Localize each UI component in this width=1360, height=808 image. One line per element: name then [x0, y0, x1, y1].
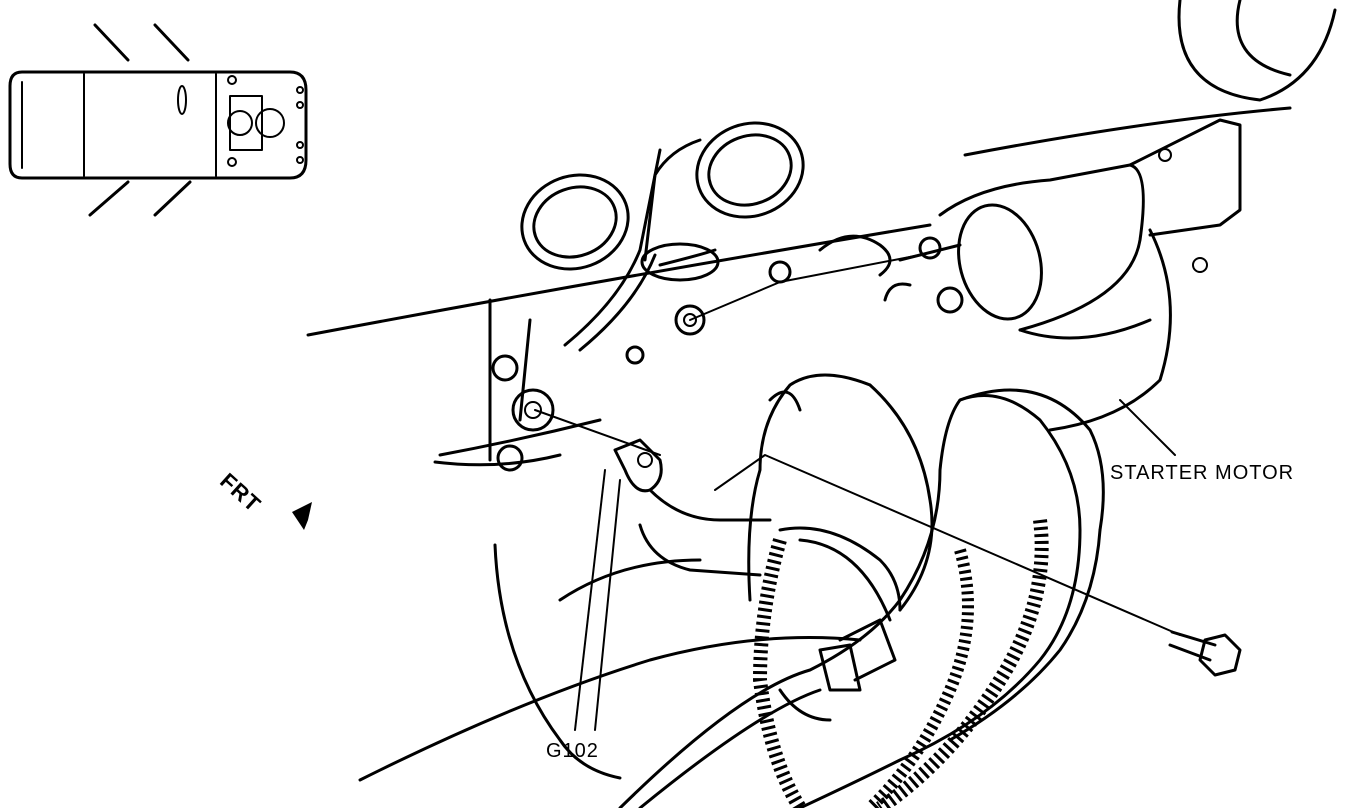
- starter-motor-label: STARTER MOTOR: [1110, 462, 1295, 484]
- tubes: [563, 138, 720, 352]
- gasket-left: [520, 173, 630, 271]
- conduit: [752, 519, 1049, 808]
- bolt-icon: [1168, 630, 1242, 677]
- wiring-harness: [747, 373, 934, 622]
- mount-holes: [491, 260, 792, 472]
- hose: [618, 388, 1105, 808]
- front-arrow-icon: [292, 502, 312, 530]
- ground-strap-g102: [613, 438, 772, 577]
- leader-lines: [534, 254, 1181, 731]
- ground-g102-label: G102: [546, 740, 599, 762]
- vehicle-top-view-icon: [8, 23, 308, 217]
- gasket-right: [695, 121, 805, 219]
- starter-motor: [818, 118, 1242, 432]
